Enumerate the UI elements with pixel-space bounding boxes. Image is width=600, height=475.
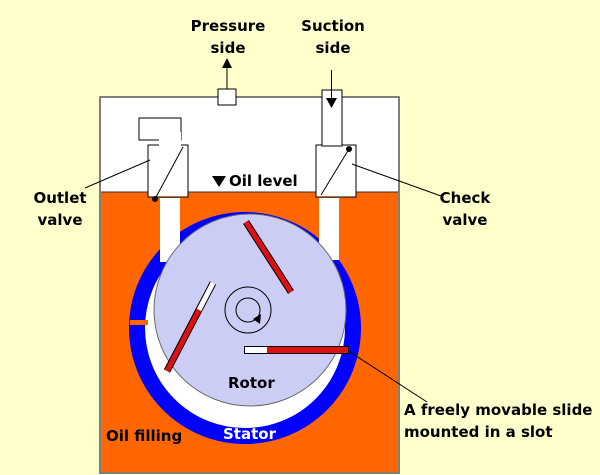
pressure-side-label: Pressure side (191, 15, 266, 59)
slide-upper (243, 220, 294, 294)
suction-label-line1: Suction (301, 17, 365, 35)
check-label-line1: Check (439, 189, 491, 207)
rotation-circle-icon (224, 286, 272, 334)
slide-label: A freely movable slide mounted in a slot (404, 399, 592, 443)
suction-side-label: Suction side (301, 15, 365, 59)
outlet-channel (160, 198, 180, 262)
slide-right (244, 346, 349, 354)
stator-label: Stator (223, 425, 276, 443)
rotation-arrow-icon (235, 297, 261, 323)
oil-filling-label: Oil filling (106, 427, 183, 445)
oil-level-marker-icon (212, 176, 226, 187)
slide-left (163, 281, 217, 373)
pressure-arrow-icon (222, 58, 232, 68)
suction-arrow-icon (326, 98, 337, 108)
outlet-label-line1: Outlet (33, 189, 87, 207)
outlet-exhaust-joint (159, 132, 181, 146)
rotation-arrowhead-icon (253, 314, 261, 324)
pressure-port (217, 88, 237, 106)
check-leader (351, 163, 442, 197)
check-valve-body (315, 144, 357, 198)
inlet-channel (319, 198, 339, 260)
pressure-label-line1: Pressure (190, 17, 266, 35)
slide-leader (349, 351, 428, 403)
check-valve-label: Check valve (440, 187, 491, 231)
outlet-leader (84, 159, 151, 189)
oil-level-label: Oil level (229, 172, 298, 190)
rotor-disc (153, 213, 347, 407)
slide-label-line2: mounted in a slot (404, 423, 553, 441)
suction-label-line2: side (315, 39, 351, 57)
outlet-label-line2: valve (37, 211, 83, 229)
rotor-label: Rotor (228, 374, 275, 392)
slide-label-line1: A freely movable slide (404, 401, 593, 419)
outlet-valve-body (147, 144, 189, 202)
check-label-line2: valve (442, 211, 488, 229)
outlet-valve-label: Outlet valve (33, 187, 86, 231)
stator-gap (130, 320, 148, 325)
pressure-label-line2: side (210, 39, 246, 57)
